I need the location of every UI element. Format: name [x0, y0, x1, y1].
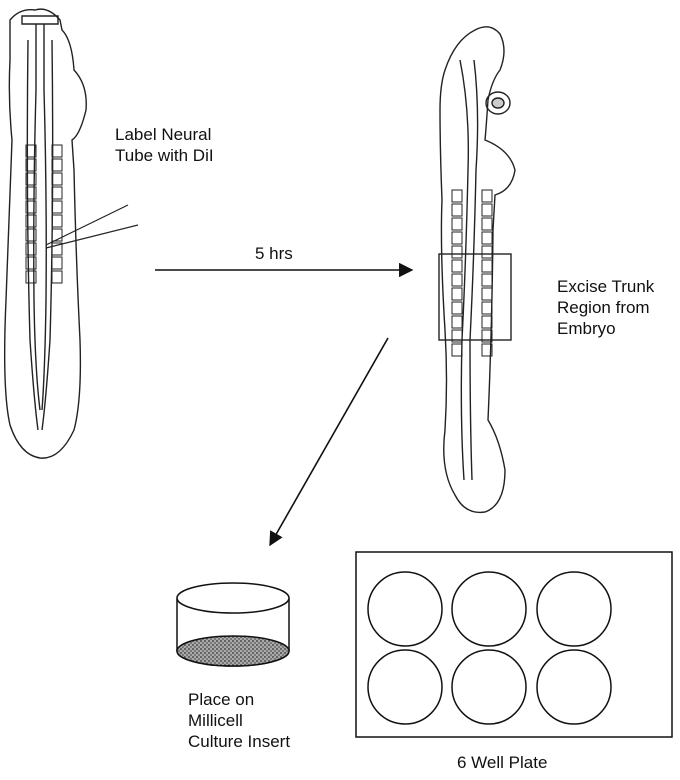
step2-line3: Embryo — [557, 318, 654, 339]
early-embryo — [5, 9, 87, 458]
step3-line2: Millicell — [188, 710, 290, 731]
somites-right-embryo — [452, 190, 492, 356]
six-well-plate — [356, 552, 672, 737]
step3-line1: Place on — [188, 689, 290, 710]
time-label: 5 hrs — [255, 243, 293, 264]
step2-line1: Excise Trunk — [557, 276, 654, 297]
step1-line1: Label Neural — [115, 124, 214, 145]
transfer-arrow — [270, 338, 388, 545]
later-embryo — [439, 27, 515, 513]
step3-line3: Culture Insert — [188, 731, 290, 752]
step1-line2: Tube with DiI — [115, 145, 214, 166]
culture-insert — [177, 583, 289, 666]
somites-left-embryo — [26, 145, 62, 283]
excision-box — [439, 254, 511, 340]
step2-line2: Region from — [557, 297, 654, 318]
plate-label: 6 Well Plate — [457, 752, 547, 773]
